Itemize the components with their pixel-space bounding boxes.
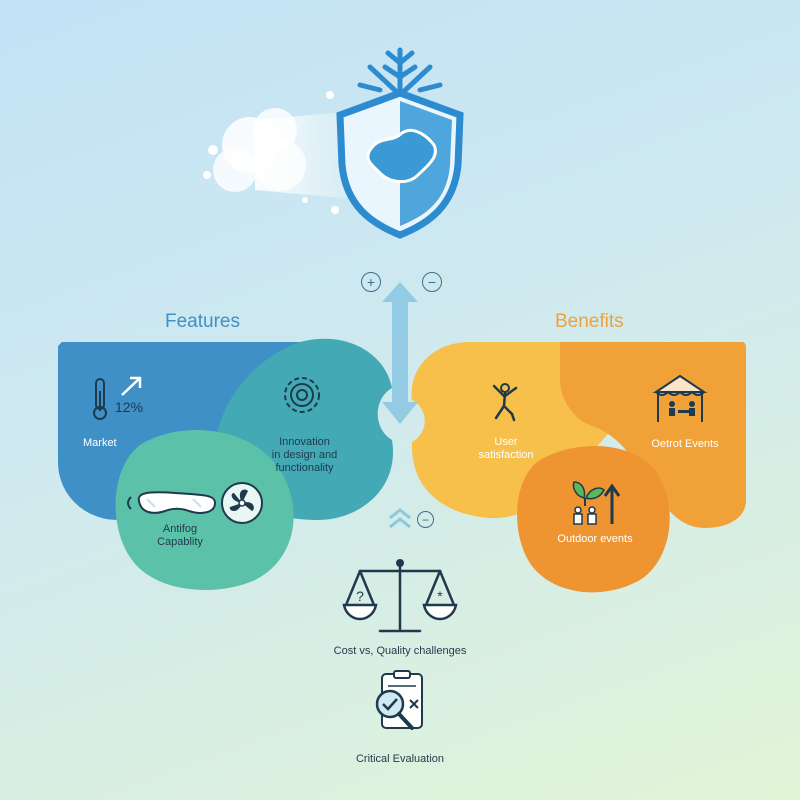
minus-toggle-label: −: [427, 274, 437, 290]
plus-toggle-button[interactable]: +: [361, 272, 381, 292]
scale-icon: ? *: [342, 559, 458, 633]
features-heading: Features: [165, 311, 240, 332]
events-label: Oetrot Events: [651, 438, 719, 450]
svg-text:?: ?: [356, 588, 364, 604]
antifog-label: Antifog Capablity: [157, 523, 203, 548]
double-arrow-icon: [382, 282, 418, 424]
fan-icon: [221, 482, 263, 524]
event-tent-icon: [652, 374, 708, 422]
cheering-person-icon: [492, 383, 518, 422]
market-label: Market: [83, 437, 117, 449]
plant-growth-icon: [572, 481, 621, 525]
outdoor-events-label: Outdoor events: [557, 533, 633, 545]
market-stat: 12%: [115, 399, 144, 415]
secondary-minus-label: −: [421, 512, 429, 527]
goggles-icon: [127, 491, 217, 514]
innovation-label: Innovation in design and functionality: [271, 436, 338, 474]
clipboard-magnifier-icon: [375, 670, 423, 730]
thermometer-icon: [93, 378, 107, 420]
user-satisfaction-label: User satisfaction: [478, 436, 534, 461]
benefits-heading: Benefits: [555, 311, 624, 332]
snowflake-shield-icon: [336, 47, 464, 239]
plus-toggle-label: +: [366, 274, 376, 290]
minus-toggle-button[interactable]: −: [422, 272, 442, 292]
svg-text:*: *: [437, 588, 443, 604]
trend-arrow-icon: [121, 376, 142, 396]
cost-quality-label: Cost vs, Quality challenges: [333, 645, 467, 657]
secondary-minus-button[interactable]: −: [417, 511, 434, 528]
chevron-up-icon: [389, 508, 411, 529]
critical-evaluation-label: Critical Evaluation: [355, 753, 445, 765]
gear-icon: [284, 377, 320, 413]
